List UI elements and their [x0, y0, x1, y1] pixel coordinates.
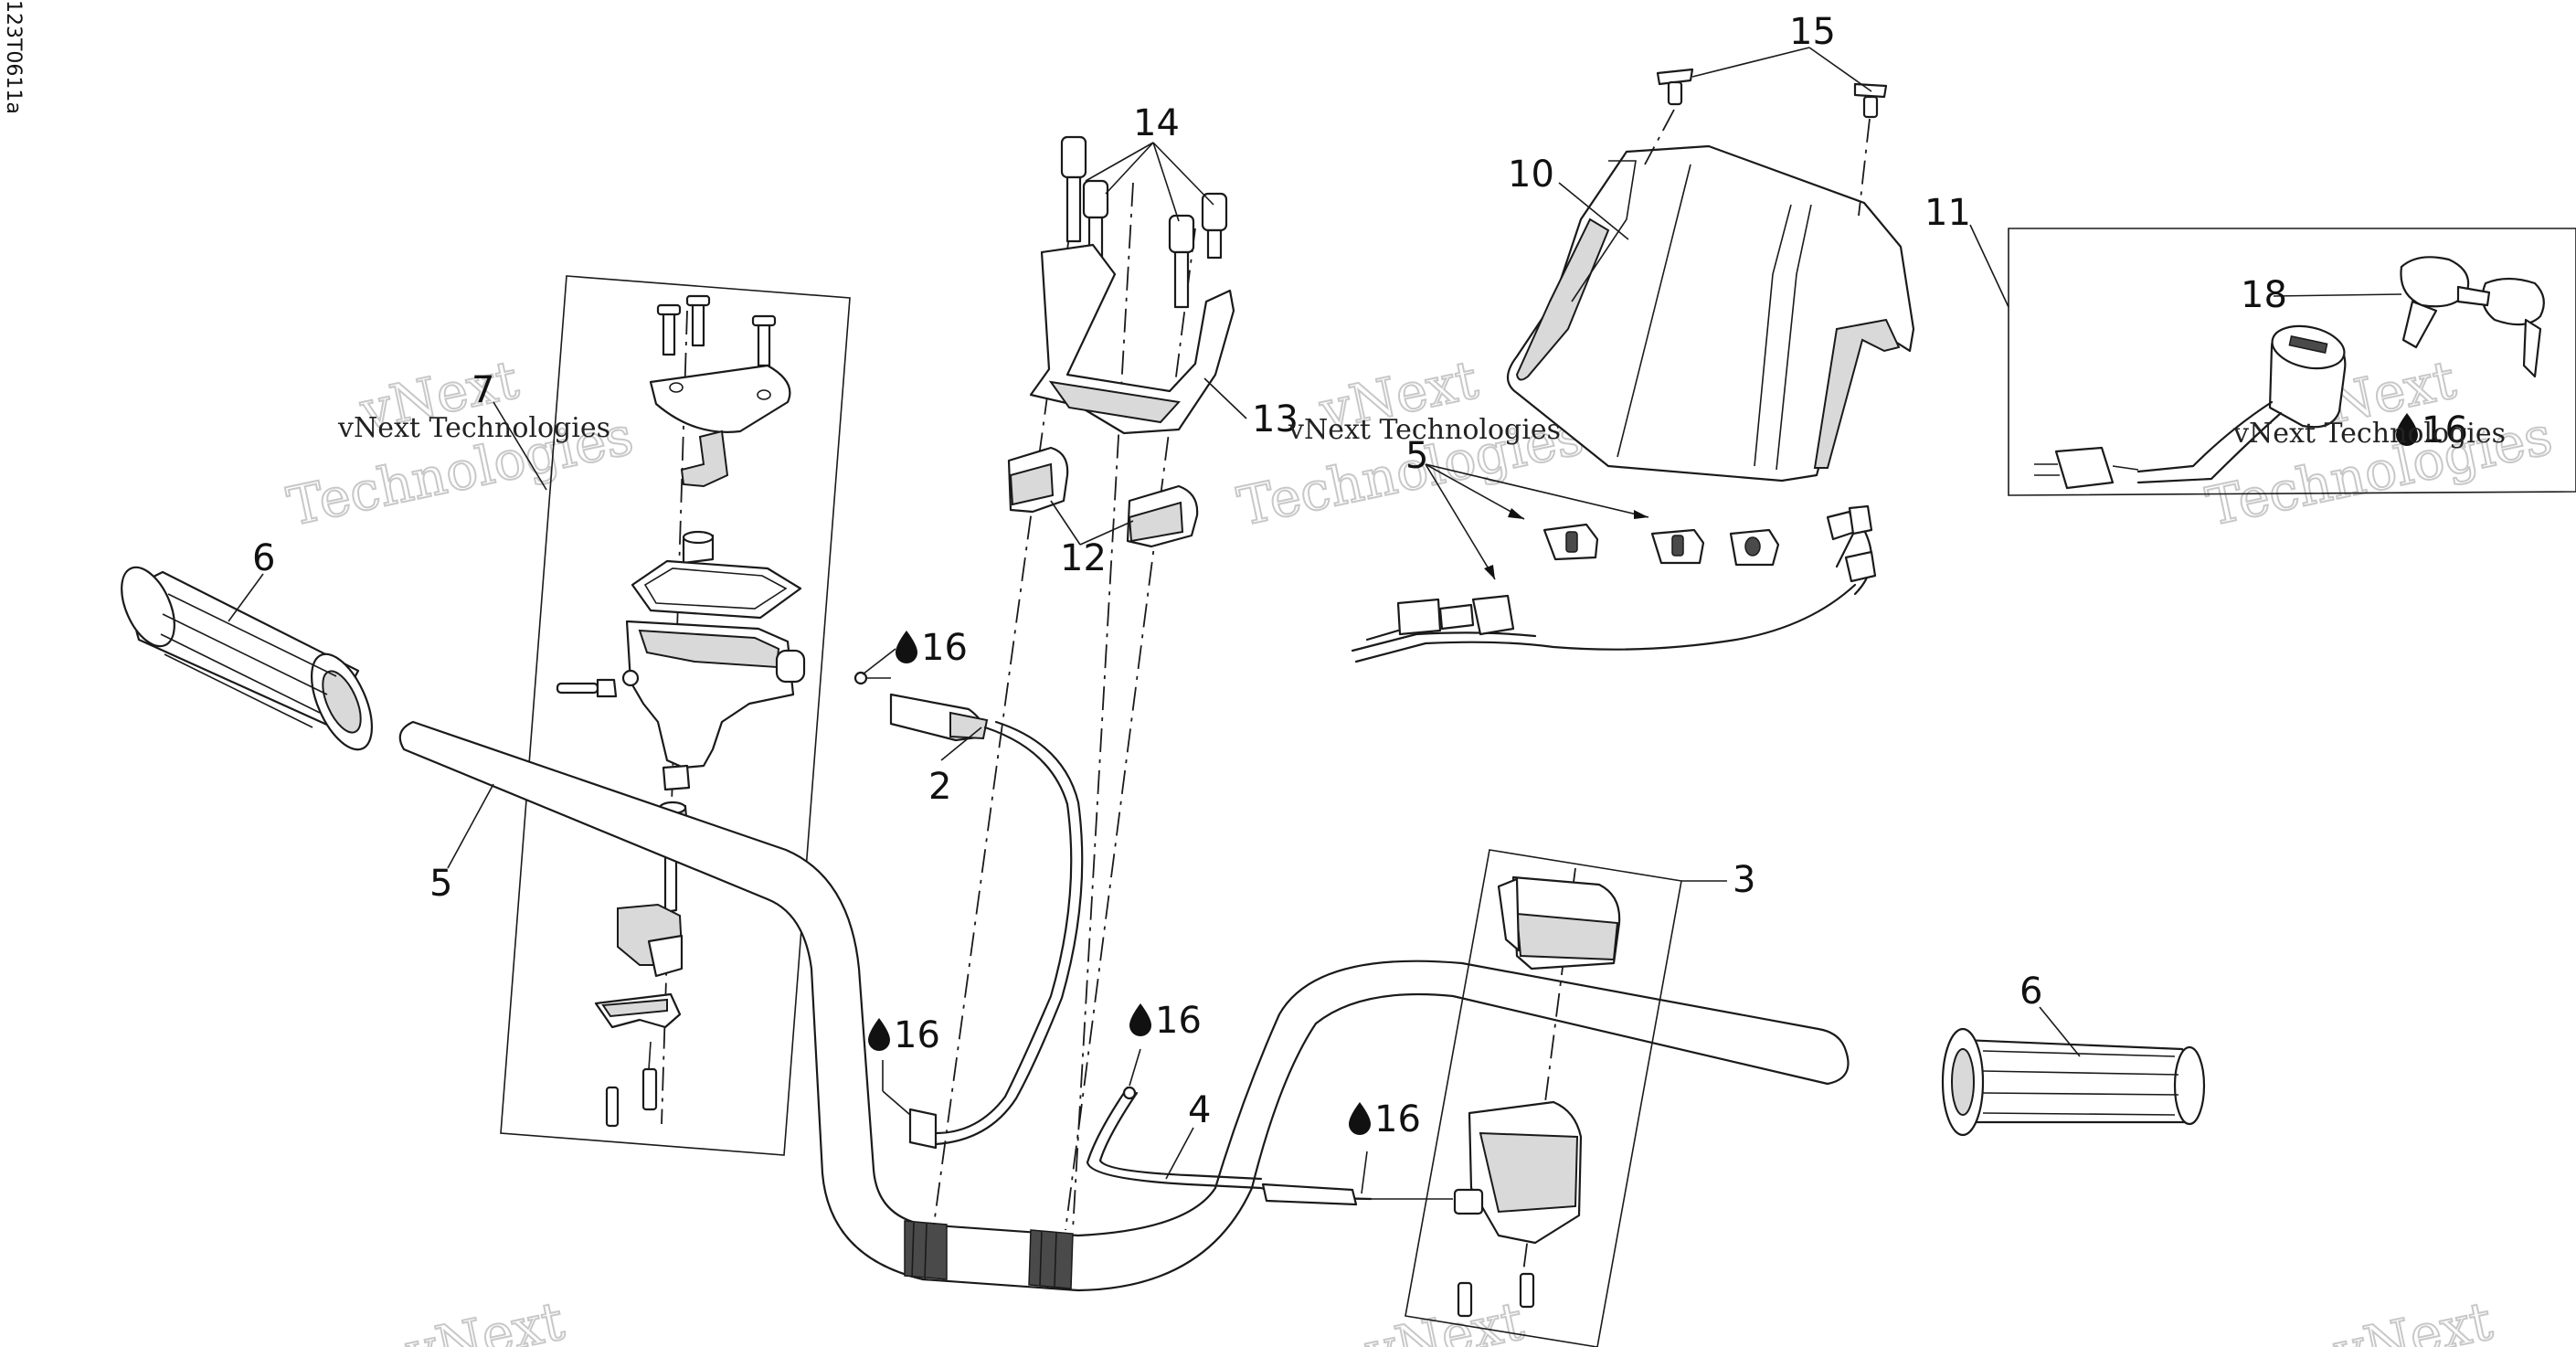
oil-drop-icon	[2396, 413, 2418, 446]
assembly-box-3	[1405, 849, 1682, 1347]
key-2	[2481, 277, 2545, 326]
ignition-key-assembly	[2008, 228, 2576, 496]
svg-text:16: 16	[1155, 1000, 1202, 1042]
housing-gasket	[631, 559, 802, 620]
right-grip	[1941, 1027, 2206, 1137]
callout-6-left: 6	[252, 537, 275, 579]
callout-16-c: 16	[1129, 1000, 1202, 1042]
handlebar-tube	[398, 720, 1850, 1292]
oil-drop-icon	[868, 1018, 890, 1051]
oil-drop-icon	[1129, 1003, 1151, 1036]
watermark-text: vNext Technologies	[1288, 414, 1561, 446]
callout-14: 14	[1133, 102, 1180, 144]
svg-text:16: 16	[2422, 409, 2468, 451]
svg-text:16: 16	[921, 627, 968, 669]
left-grip	[121, 566, 374, 751]
handlebar-band-right	[1028, 1229, 1074, 1289]
watermark-big-top: vNext	[2328, 1289, 2497, 1347]
callout-5-handlebar: 5	[429, 863, 452, 905]
svg-text:16: 16	[1374, 1098, 1421, 1140]
callout-6-right: 6	[2019, 970, 2042, 1013]
callout-16-d: 16	[1349, 1098, 1421, 1140]
callout-18: 18	[2241, 274, 2287, 316]
callout-11: 11	[1924, 192, 1971, 234]
cover-screws	[1644, 68, 1888, 217]
callout-16-e: 16	[2396, 409, 2468, 451]
callout-3: 3	[1733, 859, 1755, 901]
callout-5-switches: 5	[1405, 435, 1428, 477]
switch-harness	[1351, 463, 1877, 663]
handlebar-cover	[1506, 68, 1915, 483]
callout-labels: 2 3 4 5 5 6 6 7 10 11 12 13 14 15 18 16 …	[252, 11, 2468, 1140]
watermark-big-top: vNext	[1360, 1289, 1529, 1347]
watermark-group: vNext Technologies vNext Technologies vN…	[281, 347, 2559, 1347]
watermark-text: vNext Technologies	[2232, 418, 2506, 450]
svg-text:16: 16	[894, 1014, 940, 1056]
cover-plate	[649, 364, 791, 433]
watermark-text-group: vNext Technologies vNext Technologies vN…	[337, 412, 2506, 450]
handlebar	[398, 720, 1850, 1292]
leader-lines	[228, 47, 2402, 1194]
callout-15: 15	[1789, 11, 1836, 53]
callout-12: 12	[1060, 537, 1107, 579]
watermark-text: vNext Technologies	[337, 412, 610, 444]
assembly-box-7	[500, 275, 851, 1156]
diagram-reference: 123T0611a	[2, 0, 25, 114]
watermark-big-top: vNext	[400, 1289, 569, 1347]
switch-housing-assembly	[1405, 849, 1682, 1347]
ignition-connector	[2054, 446, 2115, 490]
callout-2: 2	[928, 766, 951, 808]
riser-clamp-assembly	[933, 135, 1235, 1231]
assembly-axis	[661, 310, 688, 1125]
callout-16-a: 16	[896, 627, 968, 669]
choke-cable	[1086, 1086, 1453, 1206]
throttle-housing-assembly	[500, 275, 851, 1156]
callout-7: 7	[472, 369, 494, 411]
oil-drop-icon	[1349, 1102, 1371, 1135]
callout-4: 4	[1188, 1089, 1211, 1131]
callout-10: 10	[1508, 154, 1554, 196]
throttle-cable	[853, 671, 1084, 1150]
callout-16-b: 16	[868, 1014, 940, 1056]
throttle-lever	[680, 430, 729, 488]
assembly-box-11	[2008, 228, 2576, 496]
oil-drop-icon	[896, 631, 917, 663]
screw-set-top	[656, 294, 777, 367]
callout-13: 13	[1252, 398, 1299, 440]
